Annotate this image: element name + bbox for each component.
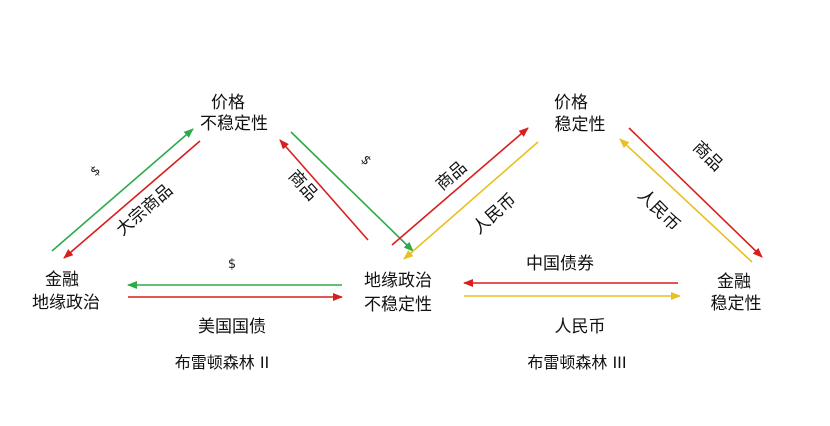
node-financial-geopolitics: 金融 地缘政治: [32, 270, 100, 313]
arrow-red-bulk-commodities: [63, 140, 201, 259]
label-china-bonds: 中国债券: [526, 254, 594, 274]
node-price-instability: 价格 不稳定性: [200, 93, 268, 134]
label-commodities-mid: 商品: [284, 166, 322, 205]
node-price-stability-line2: 稳定性: [555, 115, 606, 135]
arrow-red-commodities-mid: [279, 139, 369, 241]
node-price-instability-line1: 价格: [211, 93, 245, 113]
node-geopolitical-instability-line2: 不稳定性: [364, 295, 432, 315]
label-commodities-right-up: 商品: [432, 158, 471, 195]
node-financial-stability-line2: 稳定性: [711, 294, 762, 314]
node-financial-geopolitics-line2: 地缘政治: [32, 293, 100, 313]
label-dollar-bottom: $: [228, 257, 236, 272]
node-geopolitical-instability-line1: 地缘政治: [364, 271, 432, 291]
node-financial-stability: 金融 稳定性: [711, 272, 762, 314]
node-price-stability-line1: 价格: [554, 93, 588, 113]
node-geopolitical-instability: 地缘政治 不稳定性: [364, 271, 432, 315]
arrow-red-commodities-right-up: [391, 127, 529, 246]
label-rmb-bottom: 人民币: [555, 317, 606, 337]
arrow-yellow-rmb-right-down: [403, 141, 539, 260]
label-us-treasuries: 美国国债: [198, 317, 266, 337]
label-dollar-mid-diag: $: [357, 153, 374, 169]
arrow-green-dollar-mid: [290, 131, 414, 252]
label-rmb-right-down: 人民币: [469, 190, 521, 239]
node-financial-geopolitics-line1: 金融: [45, 270, 79, 290]
label-rmb-far-right: 人民币: [633, 185, 683, 235]
node-price-stability: 价格 稳定性: [554, 93, 606, 135]
label-commodities-far-right: 商品: [688, 137, 726, 175]
label-bretton-woods-2: 布雷顿森林 II: [175, 353, 270, 372]
node-financial-stability-line1: 金融: [717, 272, 751, 292]
arrow-green-dollar-left: [51, 128, 194, 252]
arrow-red-commodities-far-right: [628, 127, 763, 258]
arrow-yellow-rmb-far-right: [619, 138, 753, 263]
label-dollar-left-diag: $: [88, 163, 104, 180]
node-price-instability-line2: 不稳定性: [200, 114, 268, 134]
label-bretton-woods-3: 布雷顿森林 III: [527, 353, 626, 372]
